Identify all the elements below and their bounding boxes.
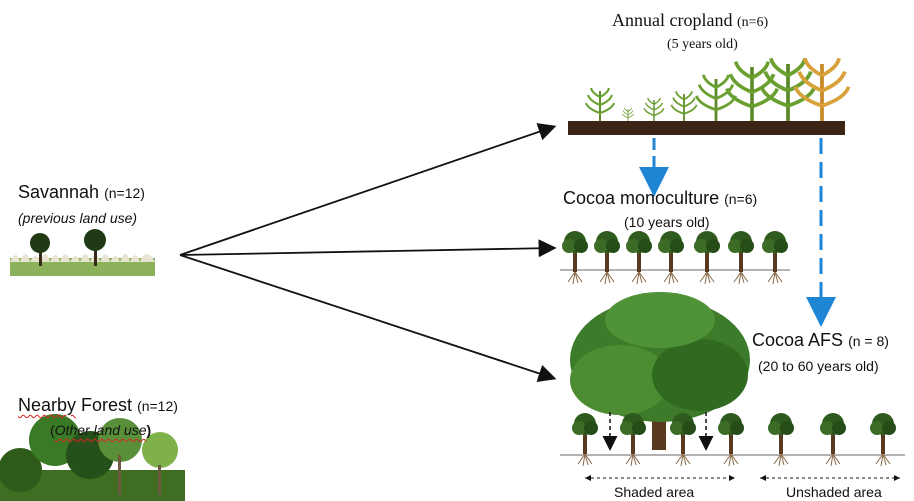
annual-title-text: Annual cropland [612, 10, 732, 30]
annual-cropland-title: Annual cropland (n=6) [612, 10, 768, 31]
cocoa-monoculture-title: Cocoa monoculture (n=6) [563, 188, 757, 209]
annual-cropland-age: (5 years old) [667, 37, 738, 53]
savannah-subtitle: (previous land use) [18, 210, 137, 226]
cocoa-monoculture-age: (10 years old) [624, 214, 710, 230]
savannah-n: (n=12) [104, 185, 145, 201]
shaded-area-label: Shaded area [614, 484, 694, 500]
forest-n: (n=12) [137, 398, 178, 414]
forest-title-nearby: Nearby [18, 395, 76, 415]
monoculture-n: (n=6) [724, 191, 757, 207]
afs-title-text: Cocoa AFS [752, 330, 843, 350]
arrow-to-afs [180, 255, 553, 378]
cocoa-afs-title: Cocoa AFS (n = 8) [752, 330, 889, 351]
arrow-to-monoculture [180, 248, 553, 255]
monoculture-title-text: Cocoa monoculture [563, 188, 719, 208]
savannah-title-text: Savannah [18, 182, 99, 202]
forest-title: Nearby Forest (n=12) [18, 395, 178, 416]
cocoa-monoculture-illustration [560, 231, 790, 284]
annual-cropland-illustration [568, 58, 849, 135]
cocoa-afs-illustration [560, 292, 905, 481]
unshaded-area-label: Unshaded area [786, 484, 882, 500]
cocoa-afs-age: (20 to 60 years old) [758, 358, 879, 374]
arrow-to-annual [180, 127, 553, 255]
afs-n: (n = 8) [848, 333, 889, 349]
savannah-illustration [10, 229, 155, 276]
annual-n: (n=6) [737, 15, 768, 30]
forest-title-forest: Forest [76, 395, 132, 415]
forest-subtitle: (Other land use) [50, 422, 151, 438]
forest-subtitle-text: Other land use [55, 422, 147, 438]
savannah-title: Savannah (n=12) [18, 182, 145, 203]
forest-subtitle-close: ) [147, 422, 152, 438]
